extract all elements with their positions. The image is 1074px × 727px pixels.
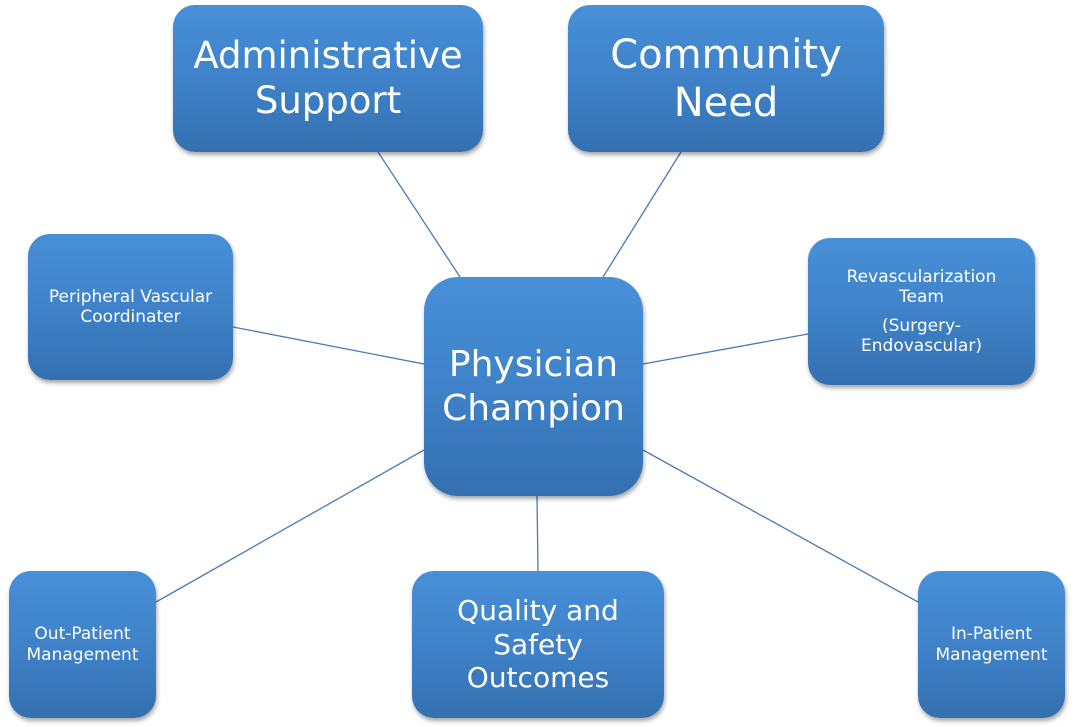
connector-inpatient	[642, 449, 919, 603]
node-label: (Surgery-	[881, 315, 962, 336]
connector-quality	[536, 495, 539, 572]
node-label: Need	[673, 79, 779, 126]
node-label: Management	[935, 644, 1048, 665]
connector-admin	[377, 151, 461, 278]
connector-revasc	[642, 333, 809, 365]
node-label: Peripheral Vascular	[48, 286, 213, 307]
node-in-patient-management: In-Patient Management	[918, 571, 1065, 718]
node-revascularization-team: Revascularization Team (Surgery- Endovas…	[808, 238, 1035, 385]
node-peripheral-vascular-coordinator: Peripheral Vascular Coordinater	[28, 234, 233, 380]
node-label: Revascularization	[846, 266, 997, 287]
node-label: Endovascular)	[861, 335, 982, 356]
node-label: Management	[26, 644, 139, 665]
node-label: Administrative	[193, 34, 463, 78]
connector-pvc	[232, 326, 425, 365]
connector-community	[602, 151, 682, 278]
node-label: Support	[254, 78, 402, 122]
node-quality-safety-outcomes: Quality and Safety Outcomes	[412, 571, 664, 718]
node-administrative-support: Administrative Support	[173, 5, 483, 152]
node-label: Out-Patient	[34, 624, 131, 645]
node-label: Outcomes	[466, 661, 610, 695]
node-community-need: Community Need	[568, 5, 884, 152]
node-out-patient-management: Out-Patient Management	[9, 571, 156, 718]
node-label: Champion	[442, 387, 625, 429]
node-physician-champion: Physician Champion	[424, 277, 643, 496]
node-label: Safety	[493, 627, 583, 661]
connector-outpatient	[155, 449, 425, 603]
node-label: Coordinater	[80, 307, 181, 327]
node-label: In-Patient	[950, 624, 1033, 645]
node-label: Quality and	[457, 594, 619, 628]
node-label: Community	[610, 31, 842, 78]
node-label: Team	[899, 287, 944, 308]
node-label: Physician	[448, 344, 619, 386]
